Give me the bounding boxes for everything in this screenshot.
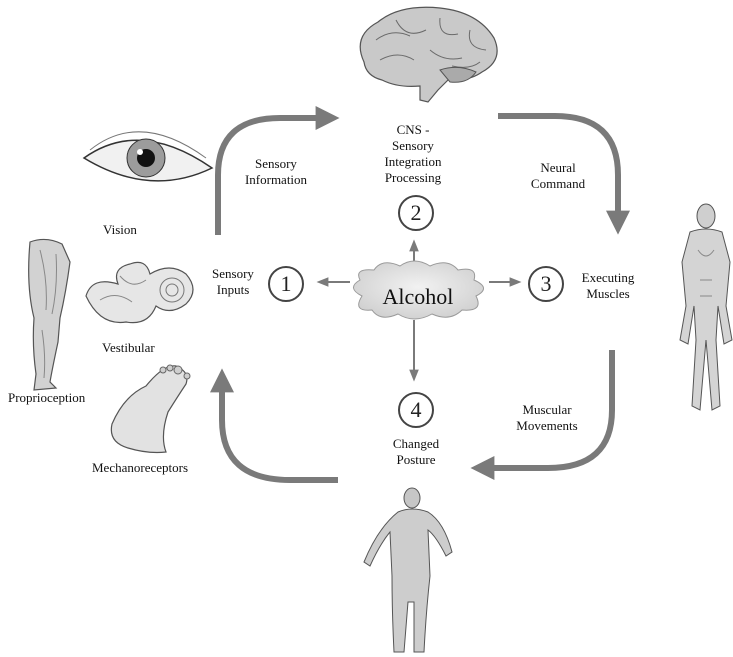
alcohol-label: Alcohol (355, 284, 481, 310)
mechanoreceptors-label: Mechanoreceptors (92, 460, 188, 476)
step-2-circle: 2 (398, 195, 434, 231)
inner-ear-icon (86, 262, 193, 322)
step-3-label-line1: Executing (572, 270, 644, 286)
vision-label: Vision (103, 222, 137, 238)
posture-figure-icon (364, 488, 452, 652)
neural-command-line1: Neural (520, 160, 596, 176)
sensory-information-line2: Information (236, 172, 316, 188)
arrow-posture-to-sensory (222, 378, 338, 480)
muscular-movements-line1: Muscular (504, 402, 590, 418)
brain-icon (360, 7, 497, 102)
proprioception-label: Proprioception (8, 390, 85, 406)
vestibular-label: Vestibular (102, 340, 155, 356)
step-2-label-line2: Sensory (368, 138, 458, 154)
muscular-movements-line2: Movements (504, 418, 590, 434)
step-3-label: Executing Muscles (572, 270, 644, 302)
step-4-label: Changed Posture (380, 436, 452, 468)
neural-command-line2: Command (520, 176, 596, 192)
muscle-figure-icon (680, 204, 732, 410)
step-1-circle: 1 (268, 266, 304, 302)
step-1-label-line2: Inputs (203, 282, 263, 298)
muscular-movements-label: Muscular Movements (504, 402, 590, 434)
leg-icon (29, 239, 70, 390)
step-1-label: Sensory Inputs (203, 266, 263, 298)
foot-icon (111, 365, 190, 453)
step-2-label: CNS - Sensory Integration Processing (368, 122, 458, 186)
step-2-label-line4: Processing (368, 170, 458, 186)
step-4-circle: 4 (398, 392, 434, 428)
sensory-information-label: Sensory Information (236, 156, 316, 188)
step-1-label-line1: Sensory (203, 266, 263, 282)
step-4-label-line1: Changed (380, 436, 452, 452)
step-2-label-line3: Integration (368, 154, 458, 170)
sensory-information-line1: Sensory (236, 156, 316, 172)
step-3-label-line2: Muscles (572, 286, 644, 302)
eye-icon (84, 132, 212, 181)
step-2-label-line1: CNS - (368, 122, 458, 138)
neural-command-label: Neural Command (520, 160, 596, 192)
step-4-label-line2: Posture (380, 452, 452, 468)
step-3-circle: 3 (528, 266, 564, 302)
